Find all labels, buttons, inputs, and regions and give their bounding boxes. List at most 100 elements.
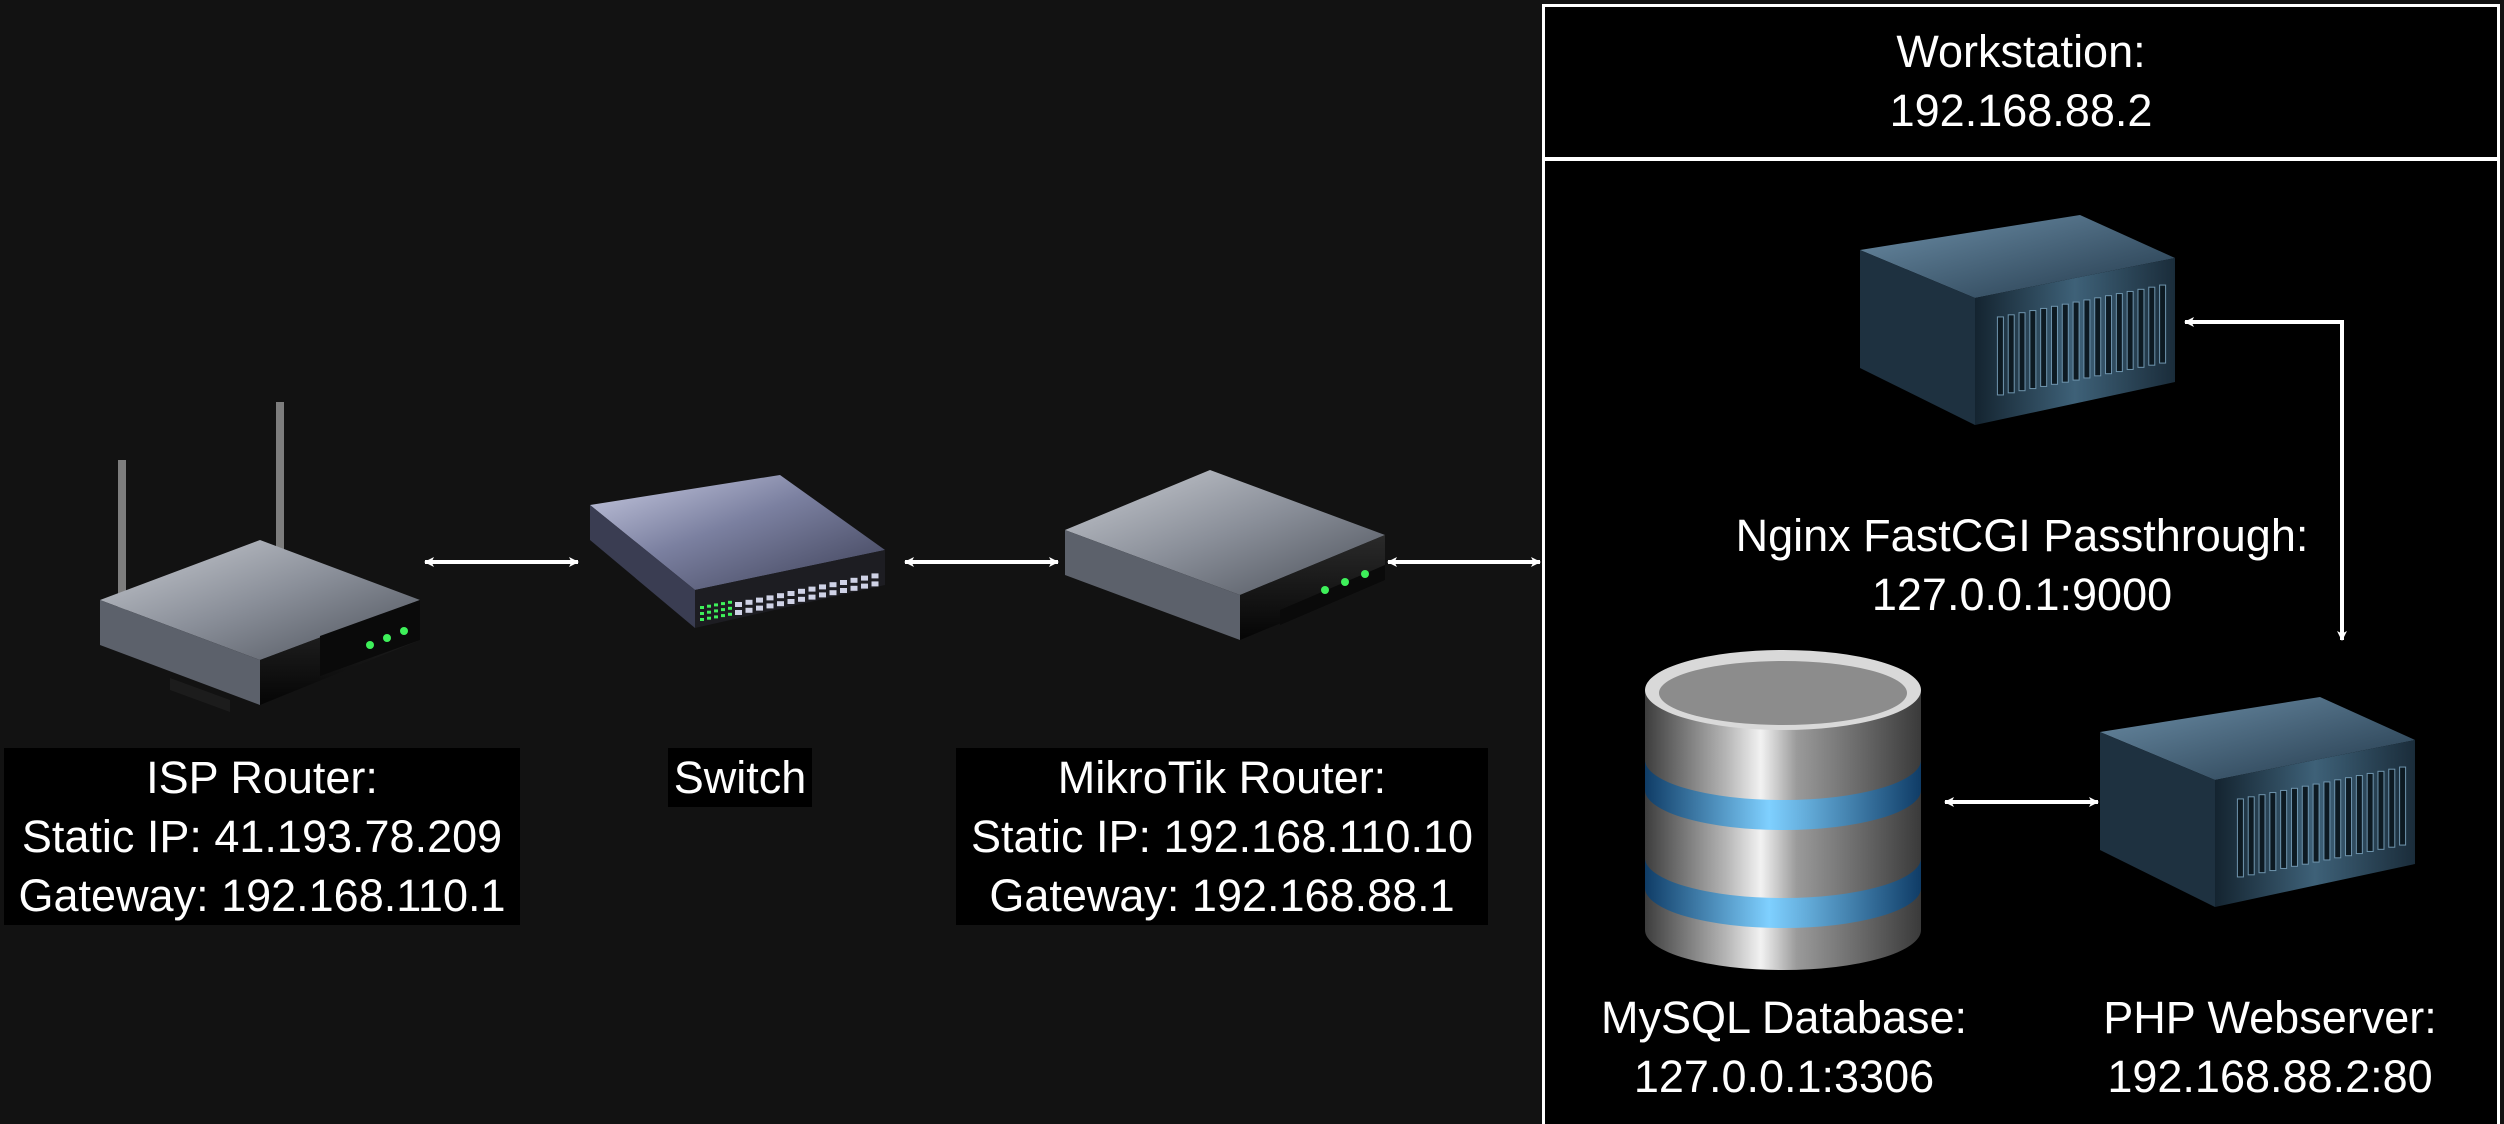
switch-port — [808, 586, 816, 592]
drive-slot — [2083, 299, 2091, 379]
switch-port — [735, 610, 742, 615]
isp-router-label-line: Static IP: 41.193.78.209 — [21, 811, 503, 862]
switch-port — [840, 580, 847, 585]
mikrotik-router-label-line: Static IP: 192.168.110.10 — [970, 811, 1474, 862]
switch-port — [735, 602, 742, 607]
drive-slot — [2018, 312, 2026, 392]
nginx-label-line: Nginx FastCGI Passthrough: — [1735, 510, 2309, 561]
switch-port — [777, 601, 784, 607]
drive-slot — [2137, 288, 2145, 368]
drive-slot — [2072, 301, 2080, 381]
switch-led — [714, 609, 718, 613]
isp-router-icon — [100, 402, 420, 712]
drive-slot — [2236, 798, 2244, 878]
drive-slot — [2148, 286, 2156, 366]
drive-slot — [2105, 295, 2113, 375]
connectors — [424, 317, 2347, 807]
drive-slot — [2355, 775, 2363, 855]
mysql-label: MySQL Database: 127.0.0.1:3306 — [1560, 988, 2008, 1106]
drive-slot — [2094, 297, 2102, 377]
workstation-header-panel — [1542, 4, 2500, 160]
switch-port — [829, 590, 837, 596]
switch-led — [728, 600, 732, 604]
drive-slot — [2159, 284, 2167, 364]
workstation-ip: 192.168.88.2 — [1889, 85, 2153, 136]
switch-port — [871, 581, 879, 587]
isp-router-label: ISP Router: Static IP: 41.193.78.209 Gat… — [4, 748, 520, 925]
mysql-label-line: 127.0.0.1:3306 — [1633, 1051, 1935, 1102]
drive-slot — [2126, 290, 2134, 370]
drive-slot — [2258, 794, 2266, 874]
drive-slot — [2312, 783, 2320, 863]
switch-led — [700, 606, 704, 609]
switch-port — [819, 592, 826, 598]
switch-port — [819, 584, 826, 590]
mikrotik-router-icon — [1065, 470, 1385, 640]
drive-slot — [2280, 789, 2288, 869]
connector-nginx-php — [2184, 317, 2347, 641]
switch-port — [871, 573, 879, 579]
workstation-label: Workstation: 192.168.88.2 — [1542, 22, 2500, 140]
switch-port — [798, 596, 805, 602]
switch-port — [745, 599, 753, 605]
drive-slot — [2301, 785, 2309, 865]
switch-port — [829, 582, 837, 588]
switch-port — [787, 599, 795, 604]
drive-slot — [2377, 770, 2385, 850]
nginx-label-line: 127.0.0.1:9000 — [1871, 569, 2173, 620]
mikrotik-router-label: MikroTik Router: Static IP: 192.168.110.… — [956, 748, 1488, 925]
drive-slot — [2323, 781, 2331, 861]
drive-slot — [2029, 310, 2037, 390]
switch-port — [861, 575, 868, 581]
switch-led — [714, 615, 718, 619]
switch-port — [850, 585, 858, 591]
drive-slot — [2007, 314, 2015, 394]
drive-slot — [2366, 772, 2374, 852]
drive-slot — [2334, 779, 2342, 859]
switch-port — [798, 588, 805, 594]
switch-led — [721, 614, 725, 618]
switch-led — [700, 618, 704, 621]
php-server-icon — [2100, 697, 2415, 907]
mikrotik-router-label-line: Gateway: 192.168.88.1 — [989, 870, 1455, 921]
mysql-label-line: MySQL Database: — [1601, 992, 1967, 1043]
switch-port — [745, 607, 753, 613]
switch-led — [707, 616, 711, 620]
drive-slot — [2345, 777, 2353, 857]
switch-port — [840, 588, 847, 593]
switch-led — [721, 608, 725, 612]
switch-label: Switch — [668, 748, 812, 807]
drive-slot — [1996, 316, 2004, 396]
php-label-line: PHP Webserver: — [2103, 992, 2437, 1043]
nginx-label: Nginx FastCGI Passthrough: 127.0.0.1:900… — [1700, 506, 2344, 624]
switch-led — [714, 603, 718, 607]
drive-slot — [2290, 787, 2298, 867]
drive-slot — [2050, 305, 2058, 385]
drive-slot — [2399, 766, 2407, 846]
mikrotik-router-label-line: MikroTik Router: — [1057, 752, 1387, 803]
switch-port — [766, 595, 774, 601]
switch-led — [707, 610, 711, 614]
switch-led — [721, 602, 725, 606]
drive-slot — [2269, 792, 2277, 872]
switch-port — [861, 583, 868, 589]
drive-slot — [2388, 768, 2396, 848]
drive-slot — [2115, 293, 2123, 373]
php-label: PHP Webserver: 192.168.88.2:80 — [2060, 988, 2480, 1106]
switch-port — [787, 591, 795, 596]
isp-router-label-line: Gateway: 192.168.110.1 — [18, 870, 506, 921]
switch-label-line: Switch — [673, 752, 807, 803]
isp-router-label-line: ISP Router: — [146, 752, 378, 803]
drive-slot — [2040, 307, 2048, 387]
switch-port — [850, 577, 858, 583]
switch-port — [756, 605, 763, 611]
switch-port — [766, 603, 774, 609]
database-icon — [1645, 650, 1921, 970]
drive-slot — [2061, 303, 2069, 383]
switch-led — [700, 612, 704, 615]
switch-led — [707, 604, 711, 608]
workstation-title: Workstation: — [1896, 26, 2146, 77]
switch-port — [756, 597, 763, 603]
switch-led — [728, 612, 732, 616]
